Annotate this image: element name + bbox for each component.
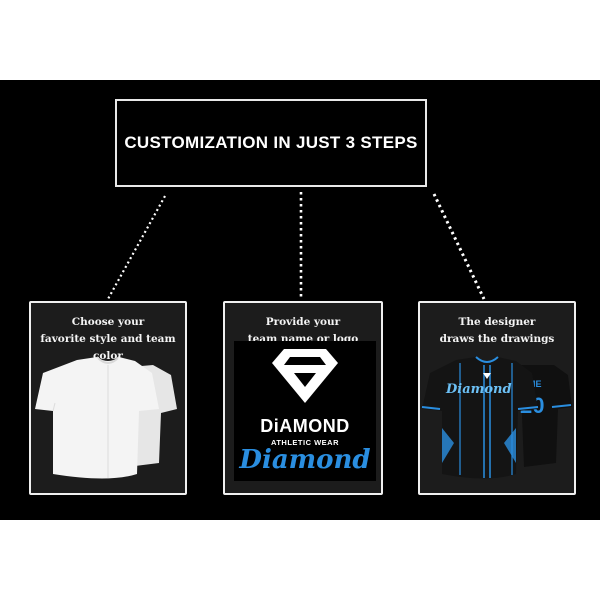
logo-subtitle: ATHLETIC WEAR — [270, 438, 340, 447]
step-card-3: The designer draws the drawings ME 20 Di… — [418, 301, 576, 495]
title-box: CUSTOMIZATION IN JUST 3 STEPS — [115, 99, 427, 187]
custom-jersey-image: ME 20 Diamond — [421, 356, 572, 479]
logo-script: Diamond — [239, 445, 371, 475]
logo-samples-panel: DiAMOND ATHLETIC WEAR Diamond — [234, 341, 376, 481]
svg-text:ME: ME — [528, 379, 542, 389]
step-caption: The designer draws the drawings — [439, 316, 555, 345]
diamond-logo-icon — [272, 349, 338, 403]
white-jersey-image — [35, 356, 177, 479]
page-title: CUSTOMIZATION IN JUST 3 STEPS — [124, 133, 418, 152]
step-caption: Choose your favorite style and team colo… — [40, 316, 176, 362]
step-card-1: Choose your favorite style and team colo… — [29, 301, 187, 495]
step-card-2: Provide your team name or logo DiAMOND A… — [223, 301, 383, 495]
svg-text:Diamond: Diamond — [445, 382, 512, 397]
logo-wordmark: DiAMOND — [260, 416, 350, 436]
